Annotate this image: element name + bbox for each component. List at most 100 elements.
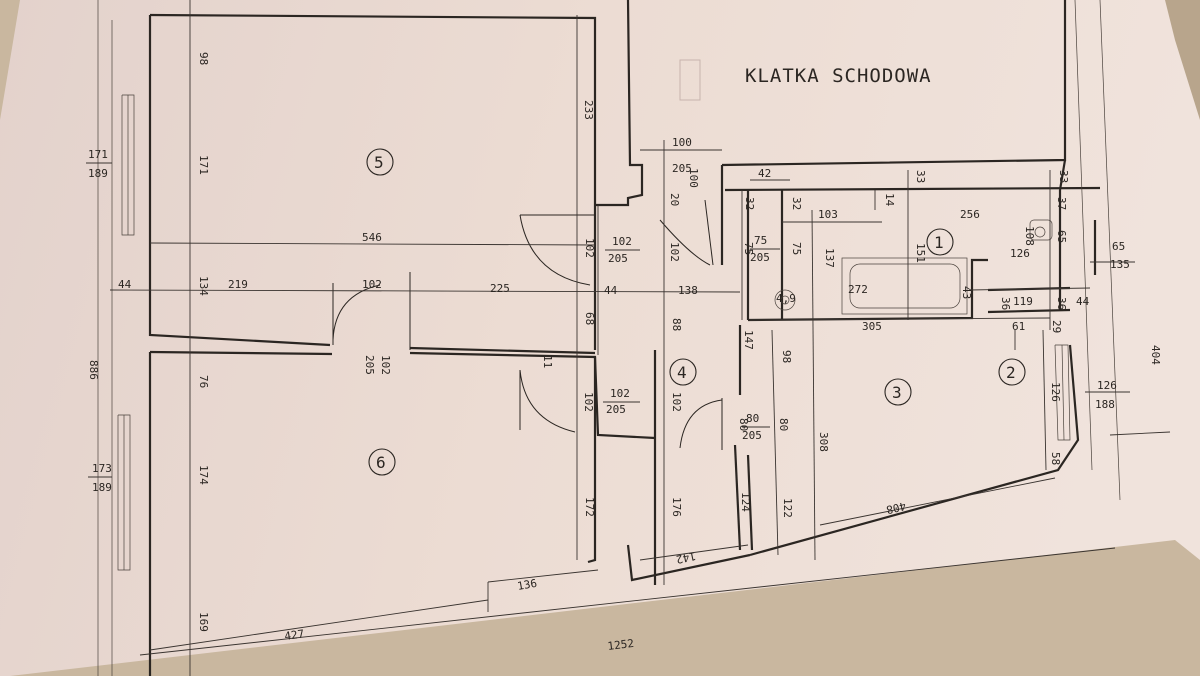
room-2-label: 2 (998, 358, 1026, 386)
room-3-number: 3 (892, 383, 902, 402)
sink-label: 4,9 (776, 292, 796, 305)
dim-label: 225 (490, 282, 510, 295)
dim-label: 205 (608, 252, 628, 265)
dim-label: 138 (678, 284, 698, 297)
dim-label: 171 (197, 155, 210, 175)
room-2-number: 2 (1006, 363, 1016, 382)
dim-label: 172 (583, 497, 596, 517)
dim-label: 135 (1110, 258, 1130, 271)
dim-label: 176 (670, 497, 683, 517)
dimension-labels: 98 233 171 189 171 546 102 102 205 44 13… (86, 52, 1162, 653)
dim-label: 98 (780, 350, 793, 363)
dim-label: 61 (1012, 320, 1025, 333)
dim-label: 169 (197, 612, 210, 632)
stairwell-title: KLATKA SCHODOWA (745, 65, 932, 87)
room-6-label: 6 (368, 448, 396, 476)
dim-label: 76 (197, 375, 210, 388)
dim-label: 219 (228, 278, 248, 291)
dim-label: 136 (516, 577, 538, 593)
dim-label: 102 (362, 278, 382, 291)
dim-label: 102 (379, 355, 392, 375)
room-1-label: 1 (926, 228, 954, 256)
dim-label: 20 (668, 193, 681, 206)
dim-label: 75 (754, 234, 767, 247)
dim-label: 189 (88, 167, 108, 180)
dim-label: 102 (670, 392, 683, 412)
dim-label: 29 (1050, 320, 1063, 333)
dim-label: 11 (541, 355, 554, 368)
dim-label: 205 (750, 251, 770, 264)
dim-label: 103 (818, 208, 838, 221)
dim-label: 147 (742, 330, 755, 350)
dim-label: 102 (583, 238, 596, 258)
dim-label: 42 (758, 167, 771, 180)
dim-label: 32 (743, 197, 756, 210)
dim-label: 142 (675, 549, 697, 566)
dim-label: 137 (823, 248, 836, 268)
dim-label: 205 (606, 403, 626, 416)
dim-label: 44 (604, 284, 618, 297)
dim-label: 108 (1023, 226, 1036, 246)
room-3-label: 3 (884, 378, 912, 406)
dim-label: 126 (1010, 247, 1030, 260)
room-5-number: 5 (374, 153, 384, 172)
dim-label: 88 (670, 318, 683, 331)
dim-label: 205 (742, 429, 762, 442)
dim-label: 122 (781, 498, 794, 518)
room-6-number: 6 (376, 453, 386, 472)
dim-label: 33 (1057, 170, 1070, 183)
dim-label: 205 (363, 355, 376, 375)
dim-label: 65 (1055, 230, 1068, 243)
dim-label: 68 (583, 312, 596, 325)
dim-label: 1252 (607, 637, 635, 653)
room-5-label: 5 (366, 148, 394, 176)
dim-label: 151 (914, 243, 927, 263)
dim-label: 404 (1149, 345, 1162, 365)
dim-label: 65 (1112, 240, 1125, 253)
dim-label: 546 (362, 231, 382, 244)
dim-label: 100 (672, 136, 692, 149)
room-4-number: 4 (677, 363, 687, 382)
dimension-lines (109, 0, 1171, 676)
dim-label: 102 (610, 387, 630, 400)
dim-label: 102 (668, 242, 681, 262)
paper-fold (1165, 0, 1200, 120)
dim-label: 58 (1049, 452, 1062, 465)
dim-label: 119 (1013, 295, 1033, 308)
dim-label: 43 (960, 286, 973, 299)
dim-label: 80 (746, 412, 759, 425)
dim-label: 100 (687, 168, 700, 188)
dim-label: 44 (1076, 295, 1090, 308)
room-4-label: 4 (669, 358, 697, 386)
dim-label: 80 (737, 418, 750, 431)
dim-label: 124 (739, 492, 752, 512)
dim-label: 126 (1097, 379, 1117, 392)
dim-label: 233 (582, 100, 595, 120)
walls (97, 0, 1121, 676)
dim-label: 102 (582, 392, 595, 412)
dim-label: 75 (742, 242, 755, 255)
doors (332, 199, 723, 450)
dim-label: 37 (1055, 197, 1068, 210)
dim-label: 80 (777, 418, 790, 431)
dim-label: 32 (790, 197, 803, 210)
dim-label: 272 (848, 283, 868, 296)
dim-label: 173 (92, 462, 112, 475)
dim-label: 102 (612, 235, 632, 248)
dim-label: 174 (197, 465, 210, 485)
dim-label: 126 (1049, 382, 1062, 402)
dim-label: 44 (118, 278, 132, 291)
dim-label: 75 (790, 242, 803, 255)
dim-label: 256 (960, 208, 980, 221)
dim-label: 188 (1095, 398, 1115, 411)
dim-label: 886 (87, 360, 100, 380)
dim-label: 36 (999, 297, 1012, 310)
dim-label: 14 (883, 193, 896, 207)
dim-label: 408 (885, 499, 907, 516)
dim-label: 205 (672, 162, 692, 175)
room-1-number: 1 (934, 233, 944, 252)
dim-label: 36 (1055, 297, 1068, 310)
